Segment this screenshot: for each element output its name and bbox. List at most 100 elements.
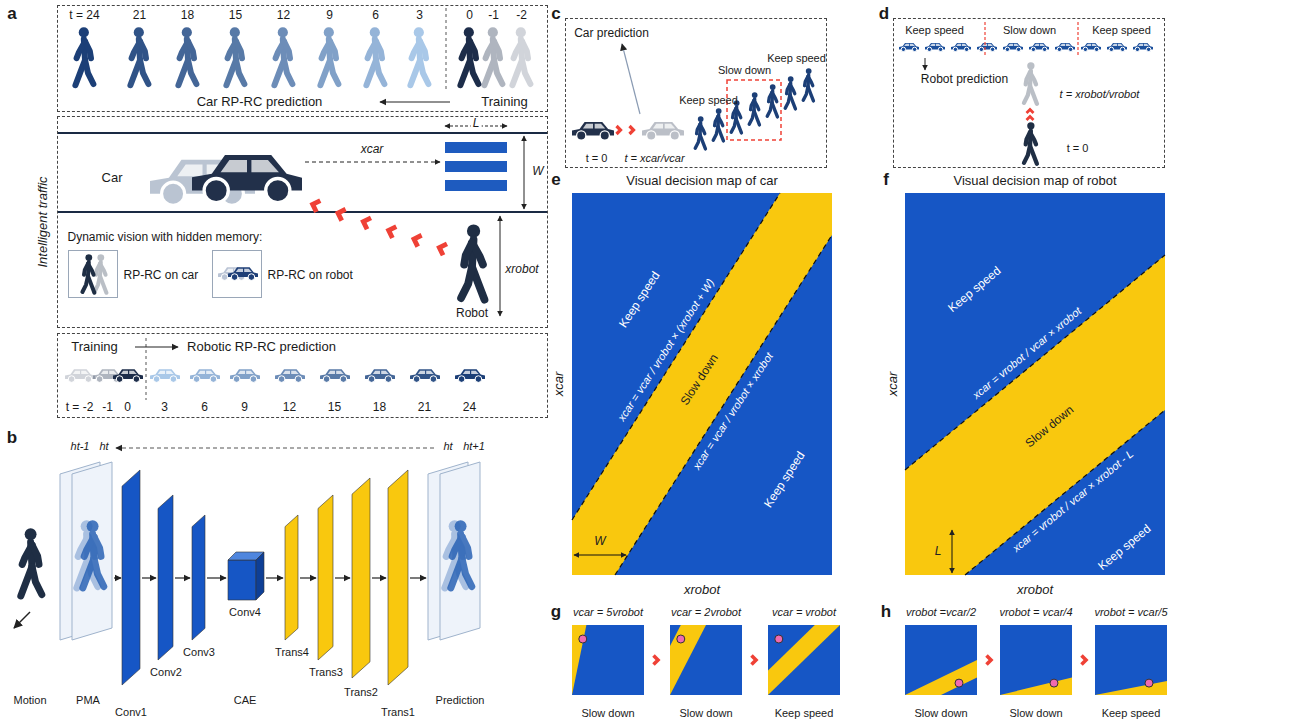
panel-letter: b (7, 428, 17, 448)
dimension-line (500, 216, 501, 316)
walker-figure (484, 27, 502, 85)
node-text: vcar = vrobot (772, 606, 836, 619)
walker-figure (130, 27, 148, 85)
panel-letter: a (7, 4, 16, 24)
mini-map: vrobot = vcar/5Keep speed (1095, 625, 1167, 695)
node-text: t = 0 (586, 151, 608, 164)
node-text: vrobot =vcar/2 (906, 606, 976, 619)
node-text: 12 (277, 9, 290, 23)
flow-arrow (300, 577, 316, 578)
walker-figure (366, 27, 384, 85)
node-text: Slow down (914, 707, 967, 720)
node-text: 15 (229, 9, 242, 23)
node-text: Keep speed (1102, 707, 1161, 720)
layer-slab (192, 515, 205, 640)
label-text: ht (99, 440, 108, 453)
time-arrow (135, 346, 178, 347)
distance-arrow (305, 162, 440, 163)
motion-chevron (311, 199, 321, 212)
mini-map (768, 625, 840, 695)
prediction-arrow (622, 44, 640, 114)
label-text: Conv1 (115, 706, 147, 719)
car-figure (320, 369, 350, 382)
walker-figure (749, 92, 759, 125)
walker-figure (94, 254, 106, 293)
zone-separator (1077, 22, 1078, 56)
node-text: 0 (466, 9, 473, 23)
label-text: Motion (13, 694, 46, 707)
walker-figure (21, 528, 42, 596)
label-text: ht (443, 440, 452, 453)
node-text: Training (481, 94, 527, 109)
node-text: Robot prediction (921, 73, 1008, 87)
frame-panel (440, 462, 480, 640)
car-figure (190, 369, 220, 382)
label-text: Conv4 (229, 606, 261, 619)
mini-map: vrobot = vcar/4Slow down (1000, 625, 1072, 695)
node-text: 3 (416, 9, 423, 23)
crosswalk-stripe (445, 161, 507, 172)
label-text: xcar (552, 372, 567, 397)
node-text: Keep speed (762, 449, 808, 510)
node-text: 3 (161, 401, 168, 415)
map-ground (905, 193, 1165, 575)
mini-map (572, 625, 644, 695)
slow-band (905, 255, 1165, 575)
car-figure (455, 369, 485, 382)
motion-chevron (654, 656, 659, 665)
node-text: 24 (463, 401, 476, 415)
label-text: PMA (76, 694, 100, 707)
node-text: t = xcar/vcar (624, 151, 684, 164)
node-text: Slow down (678, 352, 721, 408)
node-text: Keep speed (946, 264, 1004, 315)
car-figure (65, 369, 95, 382)
decision-map: Visual decision map of carKeep speedxcar… (572, 193, 832, 575)
node-text: 18 (181, 9, 194, 23)
walker-figure (83, 520, 104, 588)
time-arrow (380, 101, 450, 102)
node-text: Slow down (1003, 23, 1056, 36)
node-text: Car RP-RC prediction (197, 94, 323, 109)
node-text: xcar = vcar / vrobot × (xrobot + W) (615, 276, 717, 423)
label-text: Robot (456, 307, 488, 321)
node-text: Slow down (1023, 403, 1077, 451)
layer-slab (318, 495, 333, 660)
mini-map (1095, 625, 1167, 695)
car-figure (1133, 43, 1153, 52)
prediction-panel: Car predictionKeep speedSlow downKeep sp… (565, 18, 827, 168)
state-dot (775, 635, 783, 643)
node-text: t = 0 (1067, 141, 1089, 154)
crosswalk-stripe (445, 180, 507, 191)
state-dot (1145, 679, 1153, 687)
walker-figure (785, 76, 795, 109)
node-text: 15 (328, 401, 341, 415)
node-text: Keep speed (617, 269, 663, 330)
node-text: 6 (201, 401, 208, 415)
node-text: t = -2 (66, 401, 94, 415)
label-text: Conv2 (150, 666, 182, 679)
boundary-line (615, 235, 832, 575)
panel-letter: d (879, 4, 889, 24)
dimension-line (524, 136, 525, 209)
state-dot (1050, 679, 1058, 687)
state-dot (579, 635, 587, 643)
node-text: 6 (372, 9, 379, 23)
car-figure (977, 43, 997, 52)
walker-figure (178, 27, 196, 85)
flow-arrow (207, 577, 226, 578)
node-text: Visual decision map of car (626, 174, 778, 189)
node-text: 12 (283, 401, 296, 415)
motion-chevron (617, 126, 621, 134)
mini-map (905, 625, 977, 695)
node-text: 21 (133, 9, 146, 23)
node-text: Keep speed (775, 707, 834, 720)
walker-figure (1024, 62, 1037, 103)
label-text: L (471, 117, 482, 131)
mini-map (670, 625, 742, 695)
node-text: xcar = vrobot / vcar × xrobot (970, 304, 1084, 401)
car-figure (410, 369, 440, 382)
car-figure (113, 369, 143, 382)
flow-arrow (266, 577, 283, 578)
prediction-panel: TrainingRobotic RP-RC predictiont = -2-1… (57, 333, 548, 418)
walker-figure (767, 84, 777, 117)
